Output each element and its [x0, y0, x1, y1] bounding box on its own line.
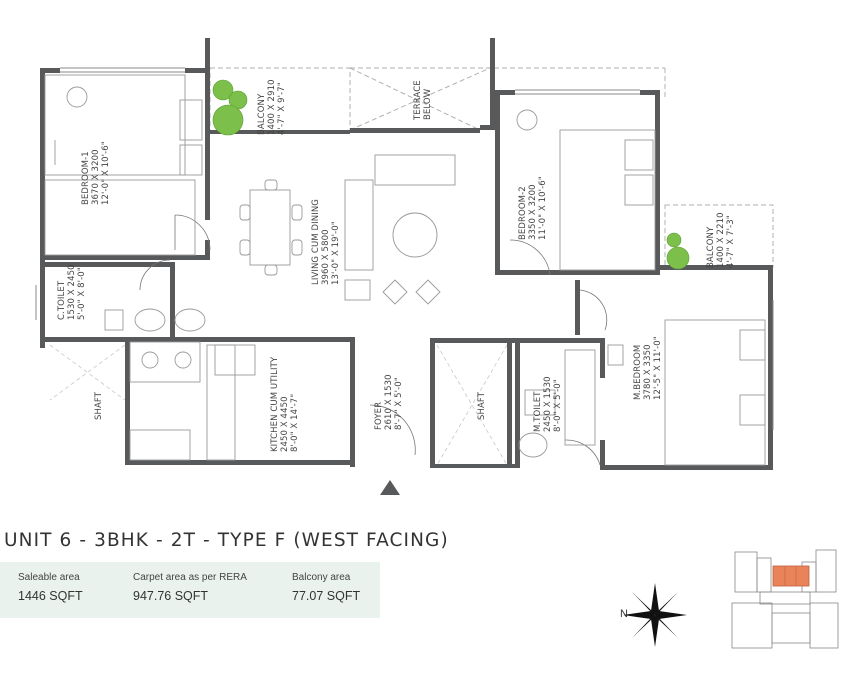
- svg-text:4'-7" X 9'-7": 4'-7" X 9'-7": [277, 82, 287, 135]
- svg-text:2450 X 1530: 2450 X 1530: [543, 376, 553, 432]
- key-plan: [731, 549, 839, 649]
- svg-text:BEDROOM-2: BEDROOM-2: [518, 186, 528, 240]
- svg-text:M.BEDROOM: M.BEDROOM: [633, 345, 643, 400]
- area-summary-panel: Saleable area 1446 SQFT Carpet area as p…: [0, 562, 380, 618]
- area-label: Saleable area: [18, 572, 80, 583]
- windows: [35, 67, 774, 430]
- svg-text:11'-0" X 10'-6": 11'-0" X 10'-6": [538, 176, 548, 240]
- carpet-area: Carpet area as per RERA 947.76 SQFT: [133, 572, 247, 603]
- compass-icon: [623, 583, 687, 647]
- floor-plan: BEDROOM-1 3670 X 3200 12'-0" X 10'-6" BA…: [35, 38, 774, 495]
- area-value: 77.07 SQFT: [292, 589, 361, 603]
- svg-text:BELOW: BELOW: [423, 88, 433, 120]
- svg-text:M.TOILET: M.TOILET: [533, 391, 543, 432]
- svg-text:2450 X 4450: 2450 X 4450: [280, 396, 290, 452]
- room-label-bedroom-1: BEDROOM-1 3670 X 3200 12'-0" X 10'-6": [81, 141, 111, 205]
- room-label-m-toilet: M.TOILET 2450 X 1530 8'-0" X 5'-0": [533, 376, 563, 432]
- svg-text:3670 X 3200: 3670 X 3200: [91, 149, 101, 205]
- svg-text:BALCONY: BALCONY: [257, 93, 267, 135]
- area-label: Balcony area: [292, 572, 351, 583]
- plant-icons: [212, 79, 690, 270]
- svg-text:8'-0" X 14'-7": 8'-0" X 14'-7": [290, 394, 300, 452]
- area-value: 1446 SQFT: [18, 589, 83, 603]
- svg-text:SHAFT: SHAFT: [94, 391, 104, 420]
- svg-text:C.TOILET: C.TOILET: [57, 280, 67, 320]
- svg-text:TERRACE: TERRACE: [413, 80, 423, 121]
- svg-text:1400 X 2910: 1400 X 2910: [267, 79, 277, 135]
- room-label-terrace: TERRACE BELOW: [413, 80, 433, 121]
- room-label-m-bedroom: M.BEDROOM 3780 X 3350 12'-5" X 11'-0": [633, 336, 663, 400]
- svg-text:1400 X 2210: 1400 X 2210: [716, 212, 726, 268]
- svg-text:3350 X 3200: 3350 X 3200: [528, 184, 538, 240]
- svg-text:5'-0" X 8'-0": 5'-0" X 8'-0": [77, 267, 87, 320]
- furniture: [44, 74, 766, 466]
- svg-text:BEDROOM-1: BEDROOM-1: [81, 151, 91, 205]
- svg-text:1530 X 2450: 1530 X 2450: [67, 264, 77, 320]
- walls: [40, 38, 773, 470]
- saleable-area: Saleable area 1446 SQFT: [18, 572, 83, 603]
- room-label-balcony-2: BALCONY 1400 X 2210 4'-7" X 7'-3": [706, 212, 736, 268]
- svg-text:BALCONY: BALCONY: [706, 226, 716, 268]
- svg-text:FOYER: FOYER: [374, 402, 384, 430]
- shaft-hatches: [49, 344, 508, 466]
- balcony-area: Balcony area 77.07 SQFT: [292, 572, 360, 603]
- room-label-foyer: FOYER 2610 X 1530 8'-7" X 5'-0": [374, 374, 404, 430]
- svg-text:13'-0" X 19'-0": 13'-0" X 19'-0": [331, 221, 341, 285]
- svg-text:LIVING CUM DINING: LIVING CUM DINING: [311, 199, 321, 285]
- room-label-c-toilet: C.TOILET 1530 X 2450 5'-0" X 8'-0": [57, 264, 87, 320]
- room-label-balcony-1: BALCONY 1400 X 2910 4'-7" X 9'-7": [257, 79, 287, 135]
- room-label-living-dining: LIVING CUM DINING 3960 X 5800 13'-0" X 1…: [311, 199, 341, 285]
- room-label-shaft-left: SHAFT: [94, 391, 104, 420]
- room-label-shaft-right: SHAFT: [477, 391, 487, 420]
- svg-text:12'-5" X 11'-0": 12'-5" X 11'-0": [653, 336, 663, 400]
- north-label: N: [620, 608, 628, 620]
- svg-text:4'-7" X 7'-3": 4'-7" X 7'-3": [726, 215, 736, 268]
- svg-text:2610 X 1530: 2610 X 1530: [384, 374, 394, 430]
- svg-text:KITCHEN CUM UTILITY: KITCHEN CUM UTILITY: [270, 356, 280, 452]
- unit-title: UNIT 6 - 3BHK - 2T - TYPE F (WEST FACING…: [4, 530, 449, 551]
- area-label: Carpet area as per RERA: [133, 572, 247, 583]
- svg-text:8'-0" X 5'-0": 8'-0" X 5'-0": [553, 379, 563, 432]
- svg-text:3780 X 3350: 3780 X 3350: [643, 344, 653, 400]
- svg-text:3960 X 5800: 3960 X 5800: [321, 229, 331, 285]
- area-value: 947.76 SQFT: [133, 589, 209, 603]
- room-label-kitchen: KITCHEN CUM UTILITY 2450 X 4450 8'-0" X …: [270, 356, 300, 452]
- svg-text:12'-0" X 10'-6": 12'-0" X 10'-6": [101, 141, 111, 205]
- room-label-bedroom-2: BEDROOM-2 3350 X 3200 11'-0" X 10'-6": [518, 176, 548, 240]
- svg-text:8'-7" X 5'-0": 8'-7" X 5'-0": [394, 377, 404, 430]
- entry-arrow-icon: [380, 480, 400, 495]
- svg-text:SHAFT: SHAFT: [477, 391, 487, 420]
- doors: [139, 214, 608, 466]
